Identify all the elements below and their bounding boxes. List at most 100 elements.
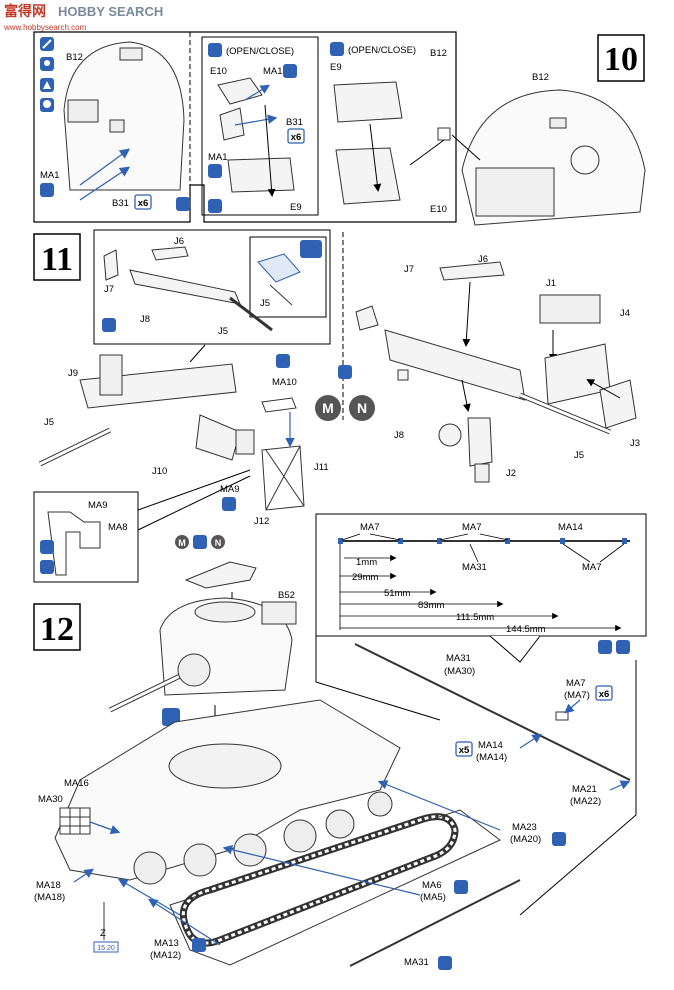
option-n-small: N — [215, 538, 222, 548]
label-ma16: MA16 — [64, 778, 89, 789]
step-number-10: 10 — [604, 41, 638, 78]
drop-icon — [454, 880, 468, 894]
dimension-29mm: 29mm — [352, 572, 378, 583]
label-j11: J11 — [314, 462, 329, 473]
measure-label-ma7: MA7 — [462, 522, 482, 533]
road-wheels — [133, 791, 393, 885]
label-e9: E9 — [290, 202, 302, 213]
step-12: 12 MA7 MA7 MA14 MA31 MA7 1mm — [33, 513, 647, 970]
mult-x6: x6 — [291, 132, 302, 143]
glue-icon — [193, 535, 207, 549]
label-z: Z — [100, 928, 106, 939]
step-11: 11 J5 J6 J7 J8 J5 J9 J5 J10 MA9 J12 J11 — [33, 229, 640, 614]
label-ma23: MA23 — [512, 822, 537, 833]
label-ma21: MA21 — [572, 784, 597, 795]
label-j1: J1 — [546, 278, 556, 289]
glue-icon — [330, 42, 344, 56]
dimension-111-5mm: 111.5mm — [456, 612, 494, 623]
label-j7: J7 — [104, 284, 114, 295]
label-j4: J4 — [620, 308, 630, 319]
drop-icon — [598, 640, 612, 654]
label-b12: B12 — [430, 48, 447, 59]
dimension-144-5mm: 144.5mm — [506, 624, 546, 635]
label-j2: J2 — [506, 468, 516, 479]
label-ma31: MA31 — [446, 653, 471, 664]
label-ma1: MA1 — [40, 170, 60, 181]
measure-label-ma31: MA31 — [462, 562, 487, 573]
glue-icon — [40, 183, 54, 197]
label-b31: B31 — [112, 198, 129, 209]
label-ma22: (MA22) — [570, 796, 601, 807]
step-number-12: 12 — [40, 611, 74, 648]
label-ma8: MA8 — [108, 522, 128, 533]
label-j6: J6 — [478, 254, 488, 265]
label-ma6: MA6 — [422, 880, 442, 891]
label-ma18: MA18 — [36, 880, 61, 891]
watermark-cn: 富得网 — [4, 3, 46, 19]
label-ma13: MA13 — [154, 938, 179, 949]
step-10: 10 B12 MA1 B31 x6 (OPEN/CLOSE) E10 MA1 — [33, 31, 646, 226]
label-open-close: (OPEN/CLOSE) — [348, 45, 416, 56]
mult-x6: x6 — [599, 689, 610, 700]
file-icon — [300, 240, 322, 258]
label-j8: J8 — [140, 314, 150, 325]
brush-icon — [40, 560, 54, 574]
glue-icon — [208, 43, 222, 57]
label-ma18-paren: (MA18) — [34, 892, 65, 903]
dimension-83mm: 83mm — [418, 600, 444, 611]
glue-icon — [208, 199, 222, 213]
mult-x5: x5 — [459, 745, 470, 756]
option-m: M — [322, 400, 334, 416]
label-ma30: (MA30) — [444, 666, 475, 677]
label-open-close: (OPEN/CLOSE) — [226, 46, 294, 57]
drop-icon — [192, 938, 206, 952]
label-j10: J10 — [152, 466, 167, 477]
drop-icon — [438, 956, 452, 970]
label-b12: B12 — [532, 72, 549, 83]
label-j3: J3 — [630, 438, 640, 449]
label-j5: J5 — [218, 326, 228, 337]
label-e9: E9 — [330, 62, 342, 73]
label-b52: B52 — [278, 590, 295, 601]
drop-icon — [40, 540, 54, 554]
measure-label-ma7: MA7 — [582, 562, 602, 573]
label-ma10: MA10 — [272, 377, 297, 388]
drop-icon — [276, 354, 290, 368]
glue-icon — [176, 197, 190, 211]
label-ma7: MA7 — [566, 678, 586, 689]
label-j5: J5 — [574, 450, 584, 461]
label-b12: B12 — [66, 52, 83, 63]
option-n-badge — [349, 395, 375, 421]
label-ma9: MA9 — [220, 484, 240, 495]
watermark: 富得网 HOBBY SEARCH www.hobbysearch.com — [3, 3, 163, 32]
label-ma14-paren: (MA14) — [476, 752, 507, 763]
step-number-11: 11 — [41, 241, 73, 278]
label-e10: E10 — [210, 66, 227, 77]
label-ma9: MA9 — [88, 500, 108, 511]
option-n: N — [357, 400, 367, 416]
drop-icon — [552, 832, 566, 846]
page-ref: 15 20 — [97, 945, 115, 952]
measure-marks — [338, 538, 627, 544]
brush-icon — [616, 640, 630, 654]
glue-icon — [283, 64, 297, 78]
measure-label-ma7: MA7 — [360, 522, 380, 533]
glue-icon — [208, 164, 222, 178]
option-m-small: M — [178, 538, 186, 548]
watermark-url: www.hobbysearch.com — [3, 23, 87, 32]
label-j5: J5 — [260, 298, 270, 309]
label-ma7-paren: (MA7) — [564, 690, 590, 701]
mult-x6: x6 — [138, 198, 149, 209]
label-b31: B31 — [286, 117, 303, 128]
drop-icon — [222, 497, 236, 511]
label-ma20: (MA20) — [510, 834, 541, 845]
label-ma5: (MA5) — [420, 892, 446, 903]
label-j7: J7 — [404, 264, 414, 275]
label-j6: J6 — [174, 236, 184, 247]
label-j12: J12 — [254, 516, 269, 527]
dimension-51mm: 51mm — [384, 588, 410, 599]
icon-column — [40, 37, 54, 112]
label-ma31: MA31 — [404, 957, 429, 968]
